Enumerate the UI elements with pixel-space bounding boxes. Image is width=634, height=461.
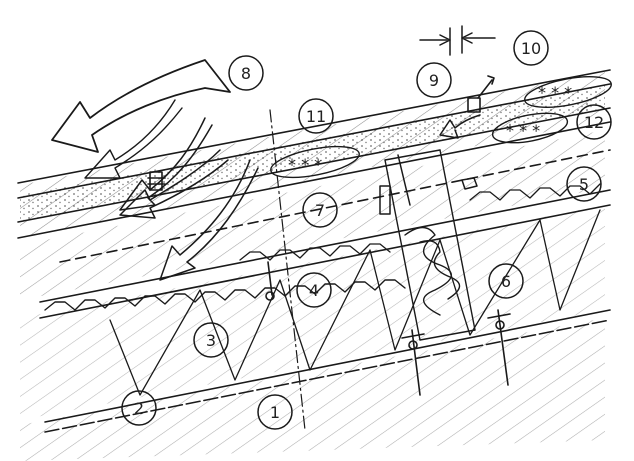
- membrane-line: [59, 149, 611, 263]
- callout-3-label: 3: [206, 331, 216, 350]
- roof-top-line: [17, 69, 611, 184]
- callout-12-label: 12: [584, 113, 604, 132]
- callout-2: 2: [121, 390, 157, 426]
- lower-structure-hatch: [20, 205, 605, 420]
- callout-9-label: 9: [429, 71, 439, 90]
- callout-6: 6: [488, 263, 524, 299]
- vent-arrow: [439, 114, 481, 139]
- airflow-arrow-5: [84, 99, 183, 179]
- roof-line-3: [17, 107, 611, 223]
- callout-8-label: 8: [241, 64, 251, 83]
- dimension-marker: [419, 25, 496, 56]
- ceiling-line-bottom: [44, 319, 611, 433]
- ceiling-hatch: [20, 318, 605, 461]
- ceiling-line-top: [44, 309, 611, 423]
- ice-lens-12-marks: * * *: [506, 121, 540, 140]
- fastener-left: [147, 171, 166, 191]
- mid-deck-profile: [239, 243, 391, 261]
- callout-9: 9: [416, 62, 452, 98]
- truss-zigzag: [109, 209, 601, 396]
- callout-11: 11: [298, 98, 334, 134]
- callout-4-label: 4: [309, 281, 319, 300]
- roof-line-2: [17, 83, 611, 199]
- callout-1-label: 1: [270, 403, 280, 422]
- trapezoidal-deck: [44, 279, 406, 311]
- callout-3: 3: [193, 322, 229, 358]
- roof-line-4: [17, 121, 611, 239]
- ice-lens-11: [270, 145, 360, 179]
- callout-10-label: 10: [521, 39, 541, 58]
- ice-lens-10: [524, 76, 612, 108]
- airflow-arrow-3: [159, 159, 259, 281]
- deck-top-line: [39, 189, 611, 303]
- airflow-arrow-2: [119, 149, 229, 219]
- insulation-column: [384, 149, 476, 341]
- large-airflow-arrow: [51, 59, 231, 153]
- callout-5: 5: [566, 166, 602, 202]
- callout-7-label: 7: [315, 201, 325, 220]
- callout-11-label: 11: [306, 107, 326, 126]
- deck-bottom-line: [39, 204, 611, 319]
- middle-layer-hatch: [20, 130, 605, 300]
- dotted-layer: [20, 85, 605, 222]
- upper-deck-profile: [469, 183, 601, 201]
- callout-5-label: 5: [579, 175, 589, 194]
- vent-cap: [467, 75, 495, 113]
- ice-lens-12: [491, 112, 569, 144]
- airflow-arrow-4: [119, 117, 213, 211]
- callout-4: 4: [296, 272, 332, 308]
- ice-lens-11-marks: * * *: [288, 155, 322, 174]
- callout-10: 10: [513, 30, 549, 66]
- callout-1: 1: [257, 394, 293, 430]
- callout-12: 12: [576, 104, 612, 140]
- callout-8: 8: [228, 55, 264, 91]
- ice-lens-10-marks: * * *: [538, 83, 572, 102]
- callout-7: 7: [302, 192, 338, 228]
- bracket-7: [379, 154, 478, 215]
- callout-6-label: 6: [501, 272, 511, 291]
- callout-2-label: 2: [134, 399, 144, 418]
- anchor-bolts: [265, 261, 511, 396]
